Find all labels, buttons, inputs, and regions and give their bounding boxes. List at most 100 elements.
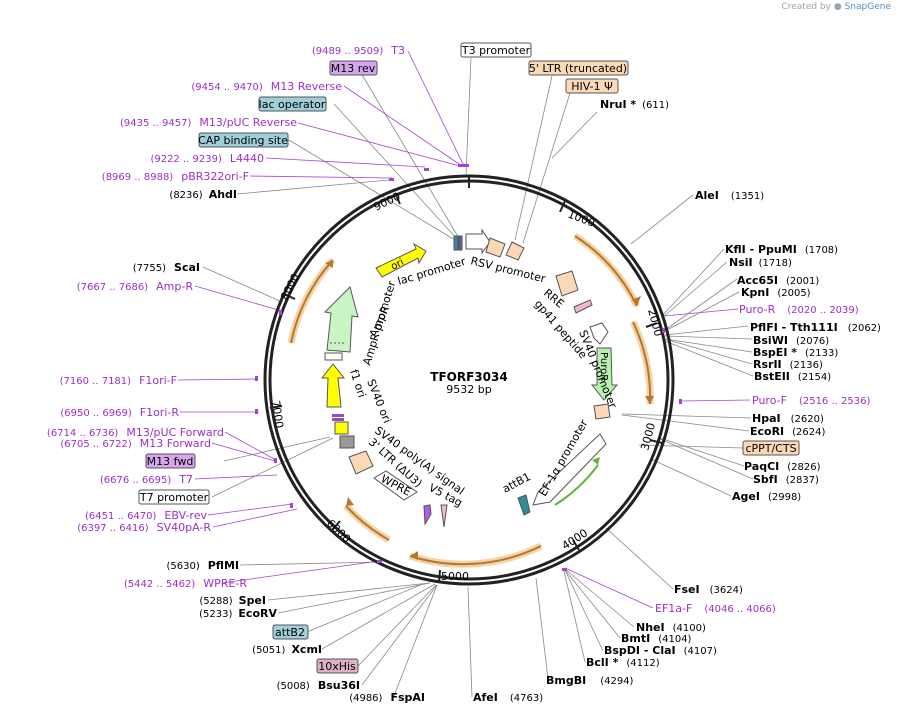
rsv-promoter-label: RSV promoter (469, 254, 547, 285)
enzyme-name: BsiWI (753, 334, 788, 347)
primer-name: M13 Reverse (271, 80, 342, 93)
primer-pos: (9454 .. 9470) (191, 82, 263, 93)
svg-text:(6676 .. 6695)T7: (6676 .. 6695)T7 (100, 473, 193, 486)
primer-name: SV40pA-R (157, 521, 212, 534)
svg-text:(6451 .. 6470)EBV-rev: (6451 .. 6470)EBV-rev (85, 509, 207, 522)
left-enzyme-labels: (8236)AhdI (7755)ScaI (5630)PflMI (5288)… (133, 188, 425, 704)
tick-label: 5000 (441, 570, 469, 583)
snapgene-credit: Created by ● SnapGene (781, 2, 891, 12)
svg-text:PflFI - Tth111I(2062): PflFI - Tth111I(2062) (750, 321, 881, 334)
enzyme-name: AgeI (732, 490, 760, 503)
svg-text:Puro-F(2516 .. 2536): Puro-F(2516 .. 2536) (752, 394, 870, 407)
enzyme-name: Bsu36I (318, 679, 360, 692)
enzyme-pos: (5051) (252, 645, 285, 656)
svg-text:BstEII(2154): BstEII (2154) (754, 370, 831, 383)
his-tag-label: 10xHis (318, 660, 356, 673)
svg-text:(5051)XcmI: (5051) XcmI (252, 643, 322, 656)
svg-text:KpnI(2005): KpnI(2005) (741, 286, 811, 299)
svg-text:(7667 .. 7686)Amp-R: (7667 .. 7686)Amp-R (77, 280, 194, 293)
enzyme-pos: (1351) (731, 191, 764, 202)
enzyme-pos: (5233) (199, 609, 232, 620)
enzyme-pos: (4104) (658, 634, 691, 645)
primer-pos: (6705 .. 6722) (60, 439, 132, 450)
svg-text:RsrII(2136): RsrII(2136) (753, 358, 823, 371)
enzyme-pos: (3624) (710, 585, 743, 596)
tick-label: 7000 (269, 400, 286, 430)
enzyme-name: XcmI (291, 643, 322, 656)
enzyme-pos: (7755) (133, 263, 166, 274)
svg-text:BspDI - ClaI(4107): BspDI - ClaI(4107) (604, 644, 717, 657)
m13-rev-label: M13 rev (331, 62, 376, 75)
primer-name: T3 (390, 44, 405, 57)
primer-name: WPRE-R (203, 577, 247, 590)
primer-name: T7 (178, 473, 193, 486)
primer-pos: (6714 .. 6736) (47, 428, 119, 439)
enzyme-pos: (4112) (626, 658, 659, 669)
enzyme-name: EcoRV (238, 607, 277, 620)
svg-text:(8236)AhdI: (8236)AhdI (169, 188, 237, 201)
left-primer-labels: (9489 .. 9509)T3 (9454 .. 9470)M13 Rever… (47, 44, 405, 590)
primer-name: Puro-R (739, 303, 776, 316)
f1-ori-label: f1 ori (347, 368, 368, 399)
enzyme-name: NruI * (600, 98, 636, 111)
enzyme-name: BstEII (754, 370, 790, 383)
enzyme-name: BclI * (586, 656, 619, 669)
enzyme-pos: (2154) (798, 372, 831, 383)
plasmid-length: 9532 bp (446, 383, 491, 396)
primer-name: M13/pUC Forward (126, 426, 224, 439)
enzyme-name: SpeI (239, 594, 266, 607)
enzyme-name: AleI (695, 189, 719, 202)
enzyme-name: NsiI (729, 256, 753, 269)
enzyme-pos: (5288) (199, 596, 232, 607)
svg-text:EF1a-F(4046 .. 4066): EF1a-F(4046 .. 4066) (655, 602, 776, 615)
svg-text:(5442 .. 5462)WPRE-R: (5442 .. 5462)WPRE-R (124, 577, 247, 590)
primer-name: Puro-F (752, 394, 787, 407)
credit-prefix: Created by (781, 2, 831, 12)
svg-text:EcoRI(2624): EcoRI(2624) (750, 425, 826, 438)
svg-text:Puro-R(2020 .. 2039): Puro-R(2020 .. 2039) (739, 303, 859, 316)
primer-name: F1ori-R (140, 406, 180, 419)
enzyme-pos: (2136) (790, 360, 823, 371)
enzyme-name: SbfI (753, 473, 778, 486)
svg-text:(5233)EcoRV: (5233) EcoRV (199, 607, 277, 620)
enzyme-pos: (8236) (169, 190, 202, 201)
svg-text:Acc65I(2001): Acc65I(2001) (737, 274, 819, 287)
enzyme-name: FseI (674, 583, 700, 596)
attb2-label: attB2 (275, 626, 305, 639)
enzyme-pos: (4100) (673, 623, 706, 634)
primer-name: M13 Forward (140, 437, 211, 450)
enzyme-name: ScaI (174, 261, 200, 274)
enzyme-pos: (5008) (277, 681, 310, 692)
right-enzyme-labels: NruI *(611) AleI(1351) KflI - PpuMI(1708… (473, 98, 881, 704)
credit-brand: SnapGene (844, 2, 891, 12)
enzyme-pos: (1718) (759, 258, 792, 269)
tick-label: 6000 (324, 517, 353, 546)
svg-text:AfeI(4763): AfeI(4763) (473, 691, 543, 704)
primer-name: pBR322ori-F (181, 170, 249, 183)
primer-name: F1ori-F (139, 374, 177, 387)
lac-operator-label: lac operator (259, 98, 326, 111)
enzyme-name: BmgBI (546, 674, 586, 687)
enzyme-pos: (4763) (510, 693, 543, 704)
enzyme-name: EcoRI (750, 425, 784, 438)
primer-pos: (7160 .. 7181) (60, 376, 132, 387)
svg-text:BspEI *(2133): BspEI *(2133) (753, 346, 838, 359)
enzyme-pos: (2998) (768, 492, 801, 503)
enzyme-name: BspDI - ClaI (604, 644, 676, 657)
svg-text:(8969 .. 8988)pBR322ori-F: (8969 .. 8988) pBR322ori-F (102, 170, 249, 183)
enzyme-name: BmtI (621, 632, 650, 645)
svg-text:BmtI(4104): BmtI (4104) (621, 632, 692, 645)
svg-text:(7755)ScaI: (7755) ScaI (133, 261, 200, 274)
primer-pos: (6950 .. 6969) (60, 408, 132, 419)
enzyme-pos: (1708) (805, 245, 838, 256)
primer-pos: (9222 .. 9239) (150, 154, 222, 165)
primer-lines (177, 50, 751, 609)
enzyme-name: FspAI (390, 691, 425, 704)
primer-pos: (8969 .. 8988) (102, 172, 174, 183)
svg-text:BmgBI(4294): BmgBI(4294) (546, 674, 634, 687)
cap-binding-site-label: CAP binding site (198, 134, 288, 147)
enzyme-pos: (2001) (786, 276, 819, 287)
enzyme-pos: (2133) (805, 348, 838, 359)
primer-name: Amp-R (156, 280, 193, 293)
svg-text:NheI(4100): NheI(4100) (636, 621, 706, 634)
